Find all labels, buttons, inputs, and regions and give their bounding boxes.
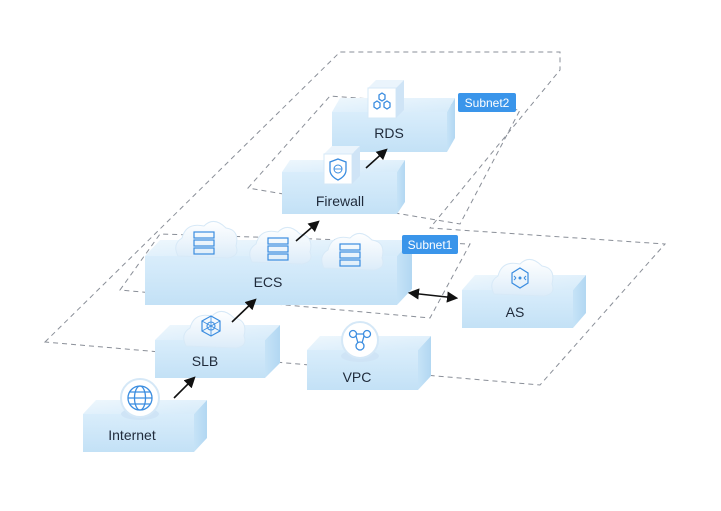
internet-platform[interactable]: Internet (83, 400, 207, 452)
ecs-label: ECS (254, 274, 283, 290)
subnet1-tag-label: Subnet1 (408, 238, 453, 252)
slb-label: SLB (192, 353, 218, 369)
shield-globe-icon (323, 146, 360, 185)
hexagon-cluster-icon (367, 80, 404, 119)
rds-platform[interactable]: RDS (332, 98, 455, 152)
subnet1-tag: Subnet1 (402, 235, 458, 254)
load-balancer-icon (183, 311, 246, 349)
arrow-ecs-as-bidirectional (407, 288, 459, 303)
arrow-ecs-to-firewall (295, 220, 320, 242)
ecs-server-2 (249, 227, 312, 265)
firewall-label: Firewall (316, 193, 364, 209)
internet-label: Internet (108, 427, 156, 443)
arrow-internet-to-slb (173, 376, 196, 399)
arrow-firewall-to-rds (365, 148, 388, 169)
globe-icon (120, 378, 160, 420)
arrow-slb-to-ecs (231, 298, 257, 323)
vpc-platform[interactable]: VPC (307, 336, 431, 390)
vpc-label: VPC (343, 369, 372, 385)
connection-arrows (173, 148, 459, 399)
subnet2-tag: Subnet2 (458, 93, 516, 112)
auto-scaling-icon (491, 259, 554, 297)
as-label: AS (506, 304, 525, 320)
network-nodes-icon (341, 321, 379, 362)
subnet2-tag-label: Subnet2 (465, 96, 510, 110)
outer-region-outline (43, 51, 667, 386)
ecs-server-3 (321, 233, 384, 271)
rds-label: RDS (374, 125, 404, 141)
server-rack-icon (175, 221, 384, 271)
ecs-server-1 (175, 221, 238, 259)
subnet1-outline (119, 233, 471, 319)
